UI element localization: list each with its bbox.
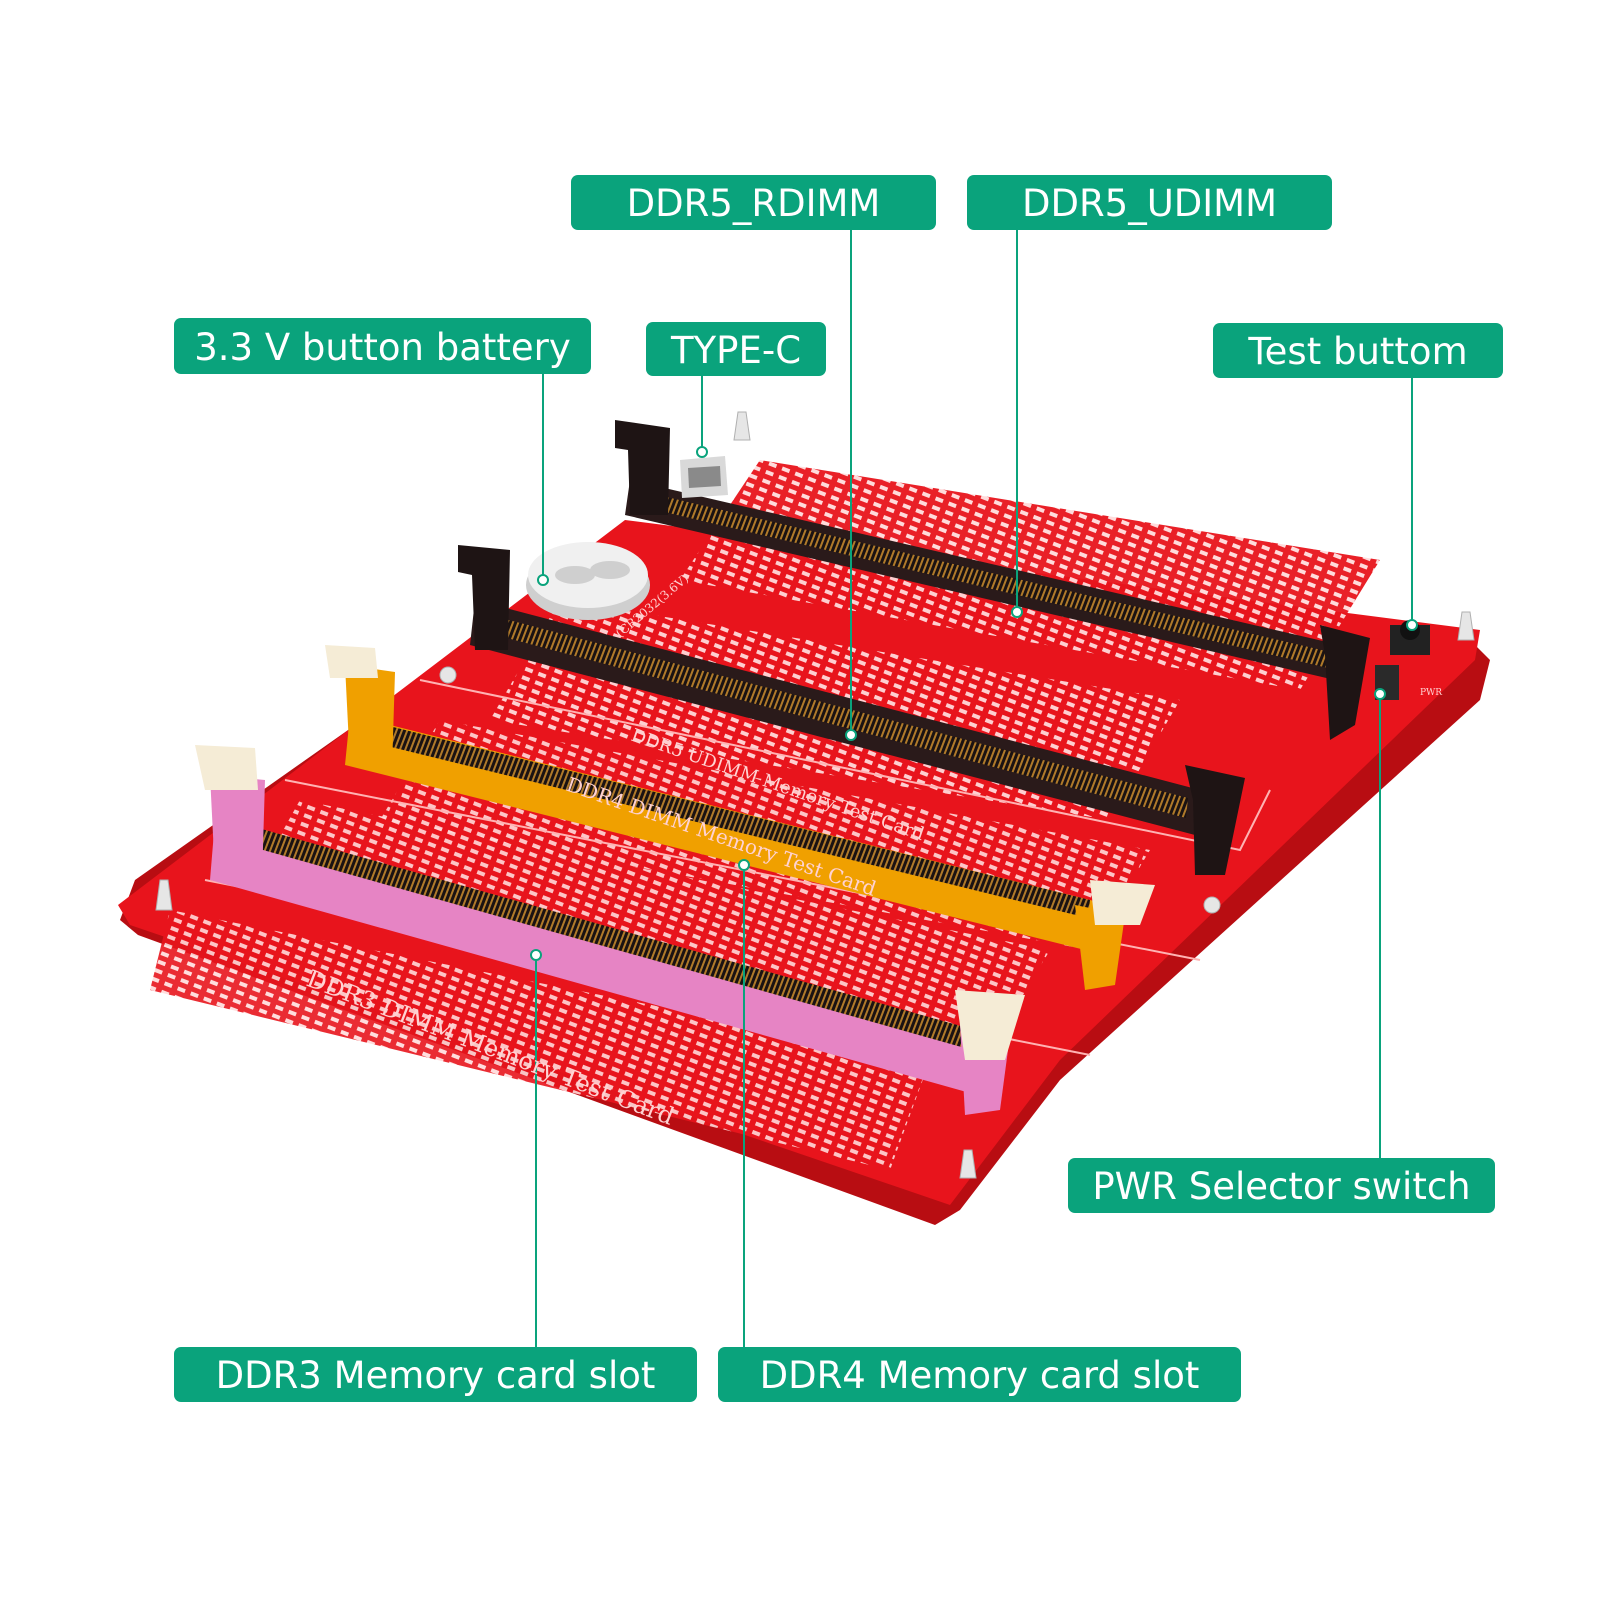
test-button — [1390, 620, 1430, 655]
ddr5-rdimm-label: DDR5_RDIMM — [571, 175, 936, 230]
ddr4-slot — [325, 645, 1155, 990]
leader-lines — [535, 230, 1413, 1347]
ddr3-slot-label: DDR3 Memory card slot — [174, 1347, 697, 1402]
ddr3-slot — [195, 745, 1025, 1115]
ddr5-udimm-slot — [615, 420, 1370, 740]
pwr-silkscreen: PWR — [1420, 688, 1442, 698]
ddr4-slot-label: DDR4 Memory card slot — [718, 1347, 1241, 1402]
ddr5-rdimm-slot — [458, 545, 1245, 875]
type-c-port — [680, 456, 728, 498]
test-button-label: Test buttom — [1213, 323, 1503, 378]
button-battery — [526, 542, 650, 620]
pwr-selector-label: PWR Selector switch — [1068, 1158, 1495, 1213]
button-battery-label: 3.3 V button battery — [174, 318, 591, 374]
type-c-label: TYPE-C — [646, 322, 826, 376]
ddr5-udimm-label: DDR5_UDIMM — [967, 175, 1332, 230]
leader-dots — [530, 446, 1418, 961]
standoffs — [155, 411, 1475, 1179]
